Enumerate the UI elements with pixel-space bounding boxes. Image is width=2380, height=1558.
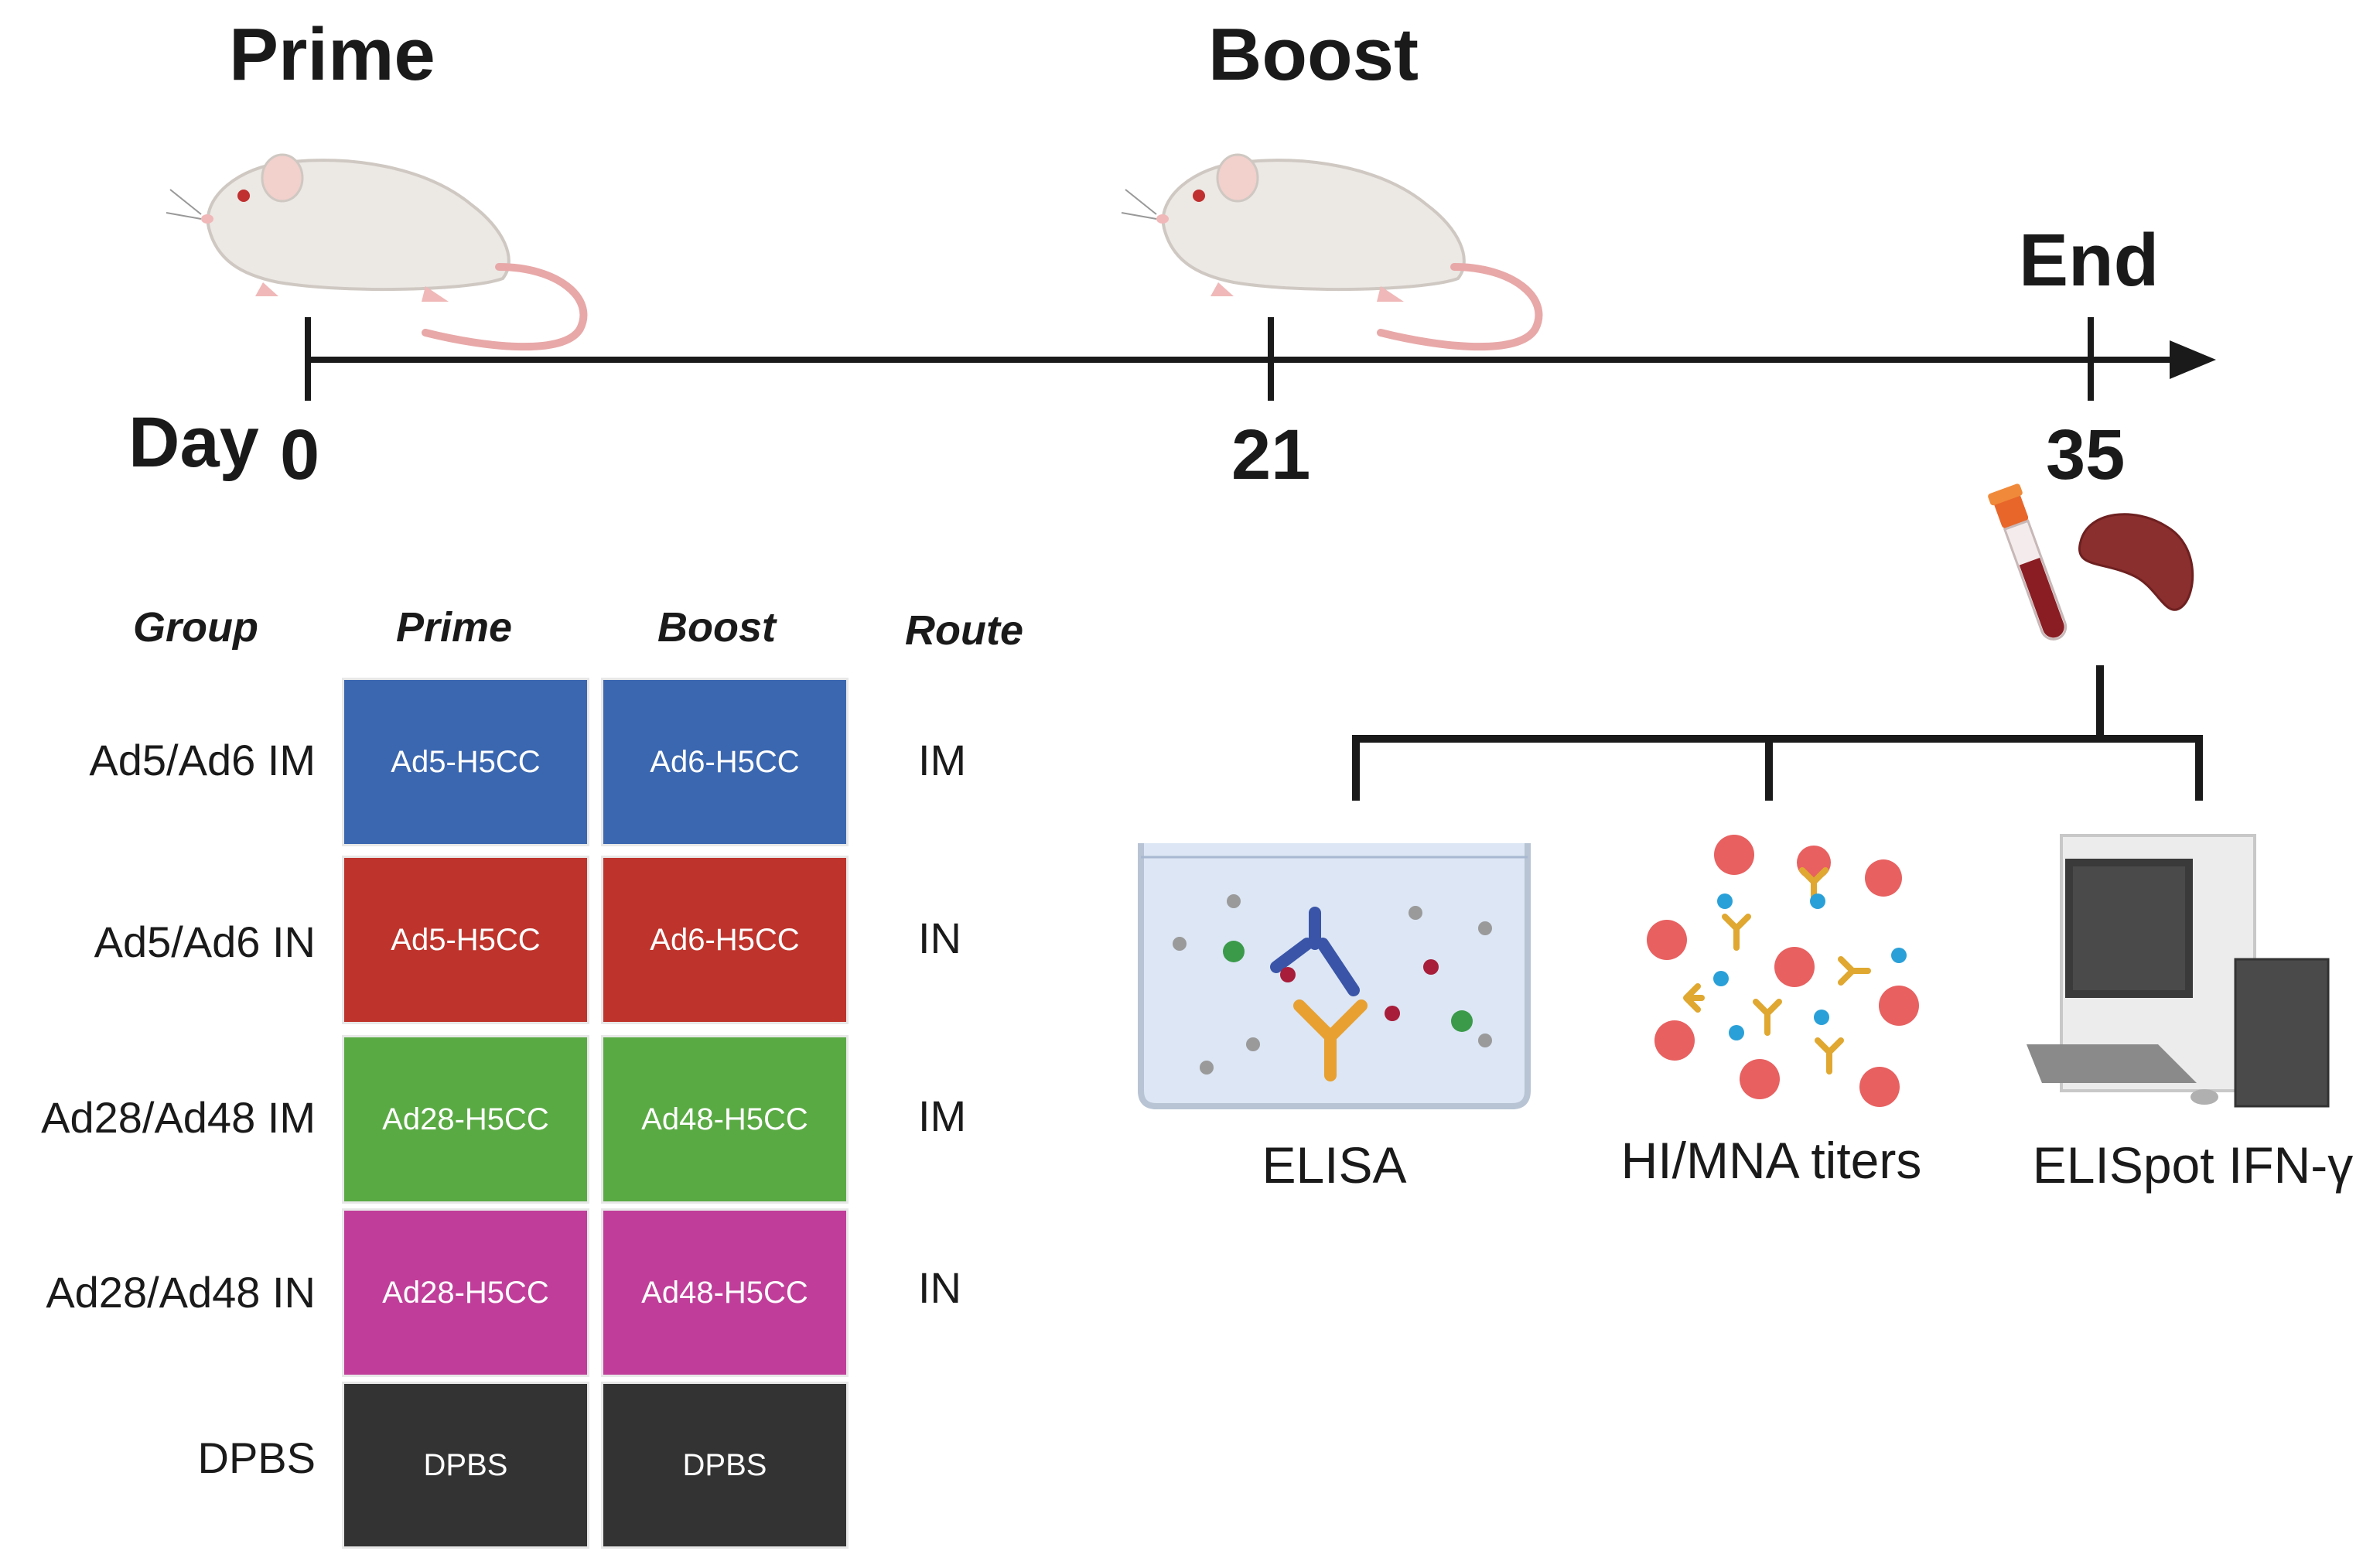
mouse-icon — [166, 155, 583, 347]
group-label: Ad5/Ad6 IM — [89, 736, 316, 784]
group-label: Ad28/Ad48 IM — [41, 1093, 316, 1142]
header-prime: Prime — [396, 604, 513, 651]
spleen-icon — [2078, 513, 2194, 611]
boost-cell: Ad48-H5CC — [601, 1035, 849, 1204]
mouse-icon — [1122, 155, 1538, 347]
day-tick-label-21: 21 — [1231, 415, 1311, 494]
event-label-prime: Prime — [229, 13, 435, 96]
assay-label-elispot: ELISpot IFN-γ — [2032, 1136, 2354, 1194]
assay-label-hi-mna: HI/MNA titers — [1620, 1132, 1922, 1189]
assay-branch-connector — [1352, 665, 2203, 801]
prime-cell: Ad28-H5CC — [342, 1035, 589, 1204]
header-boost: Boost — [657, 604, 776, 651]
boost-cell: DPBS — [601, 1382, 849, 1549]
antibody-cells-icon — [1647, 835, 1919, 1107]
group-label: DPBS — [197, 1433, 316, 1482]
header-route: Route — [905, 607, 1023, 654]
event-label-end: End — [2019, 219, 2160, 302]
group-label: Ad28/Ad48 IN — [46, 1268, 316, 1317]
header-group: Group — [133, 604, 258, 651]
prime-cell: Ad5-H5CC — [342, 678, 589, 846]
blood-tube-icon — [1988, 483, 2068, 641]
day-tick-label-0: 0 — [280, 415, 320, 494]
prime-cell: Ad5-H5CC — [342, 856, 589, 1024]
route-label: IN — [918, 914, 961, 962]
route-label: IM — [918, 1092, 967, 1140]
event-label-boost: Boost — [1208, 13, 1419, 96]
boost-cell: Ad6-H5CC — [601, 856, 849, 1024]
boost-cell: Ad6-H5CC — [601, 678, 849, 846]
computer-icon — [2027, 834, 2330, 1108]
group-label: Ad5/Ad6 IN — [94, 917, 316, 966]
day-tick-label-35: 35 — [2046, 415, 2126, 494]
route-label: IN — [918, 1263, 961, 1312]
timeline-arrowhead — [2170, 340, 2216, 379]
boost-cell: Ad48-H5CC — [601, 1208, 849, 1377]
assay-label-elisa: ELISA — [1262, 1136, 1407, 1194]
prime-cell: Ad28-H5CC — [342, 1208, 589, 1377]
prime-cell: DPBS — [342, 1382, 589, 1549]
day-axis-label: Day — [128, 403, 259, 482]
route-label: IM — [918, 736, 967, 784]
elisa-well-icon — [1138, 843, 1531, 1109]
